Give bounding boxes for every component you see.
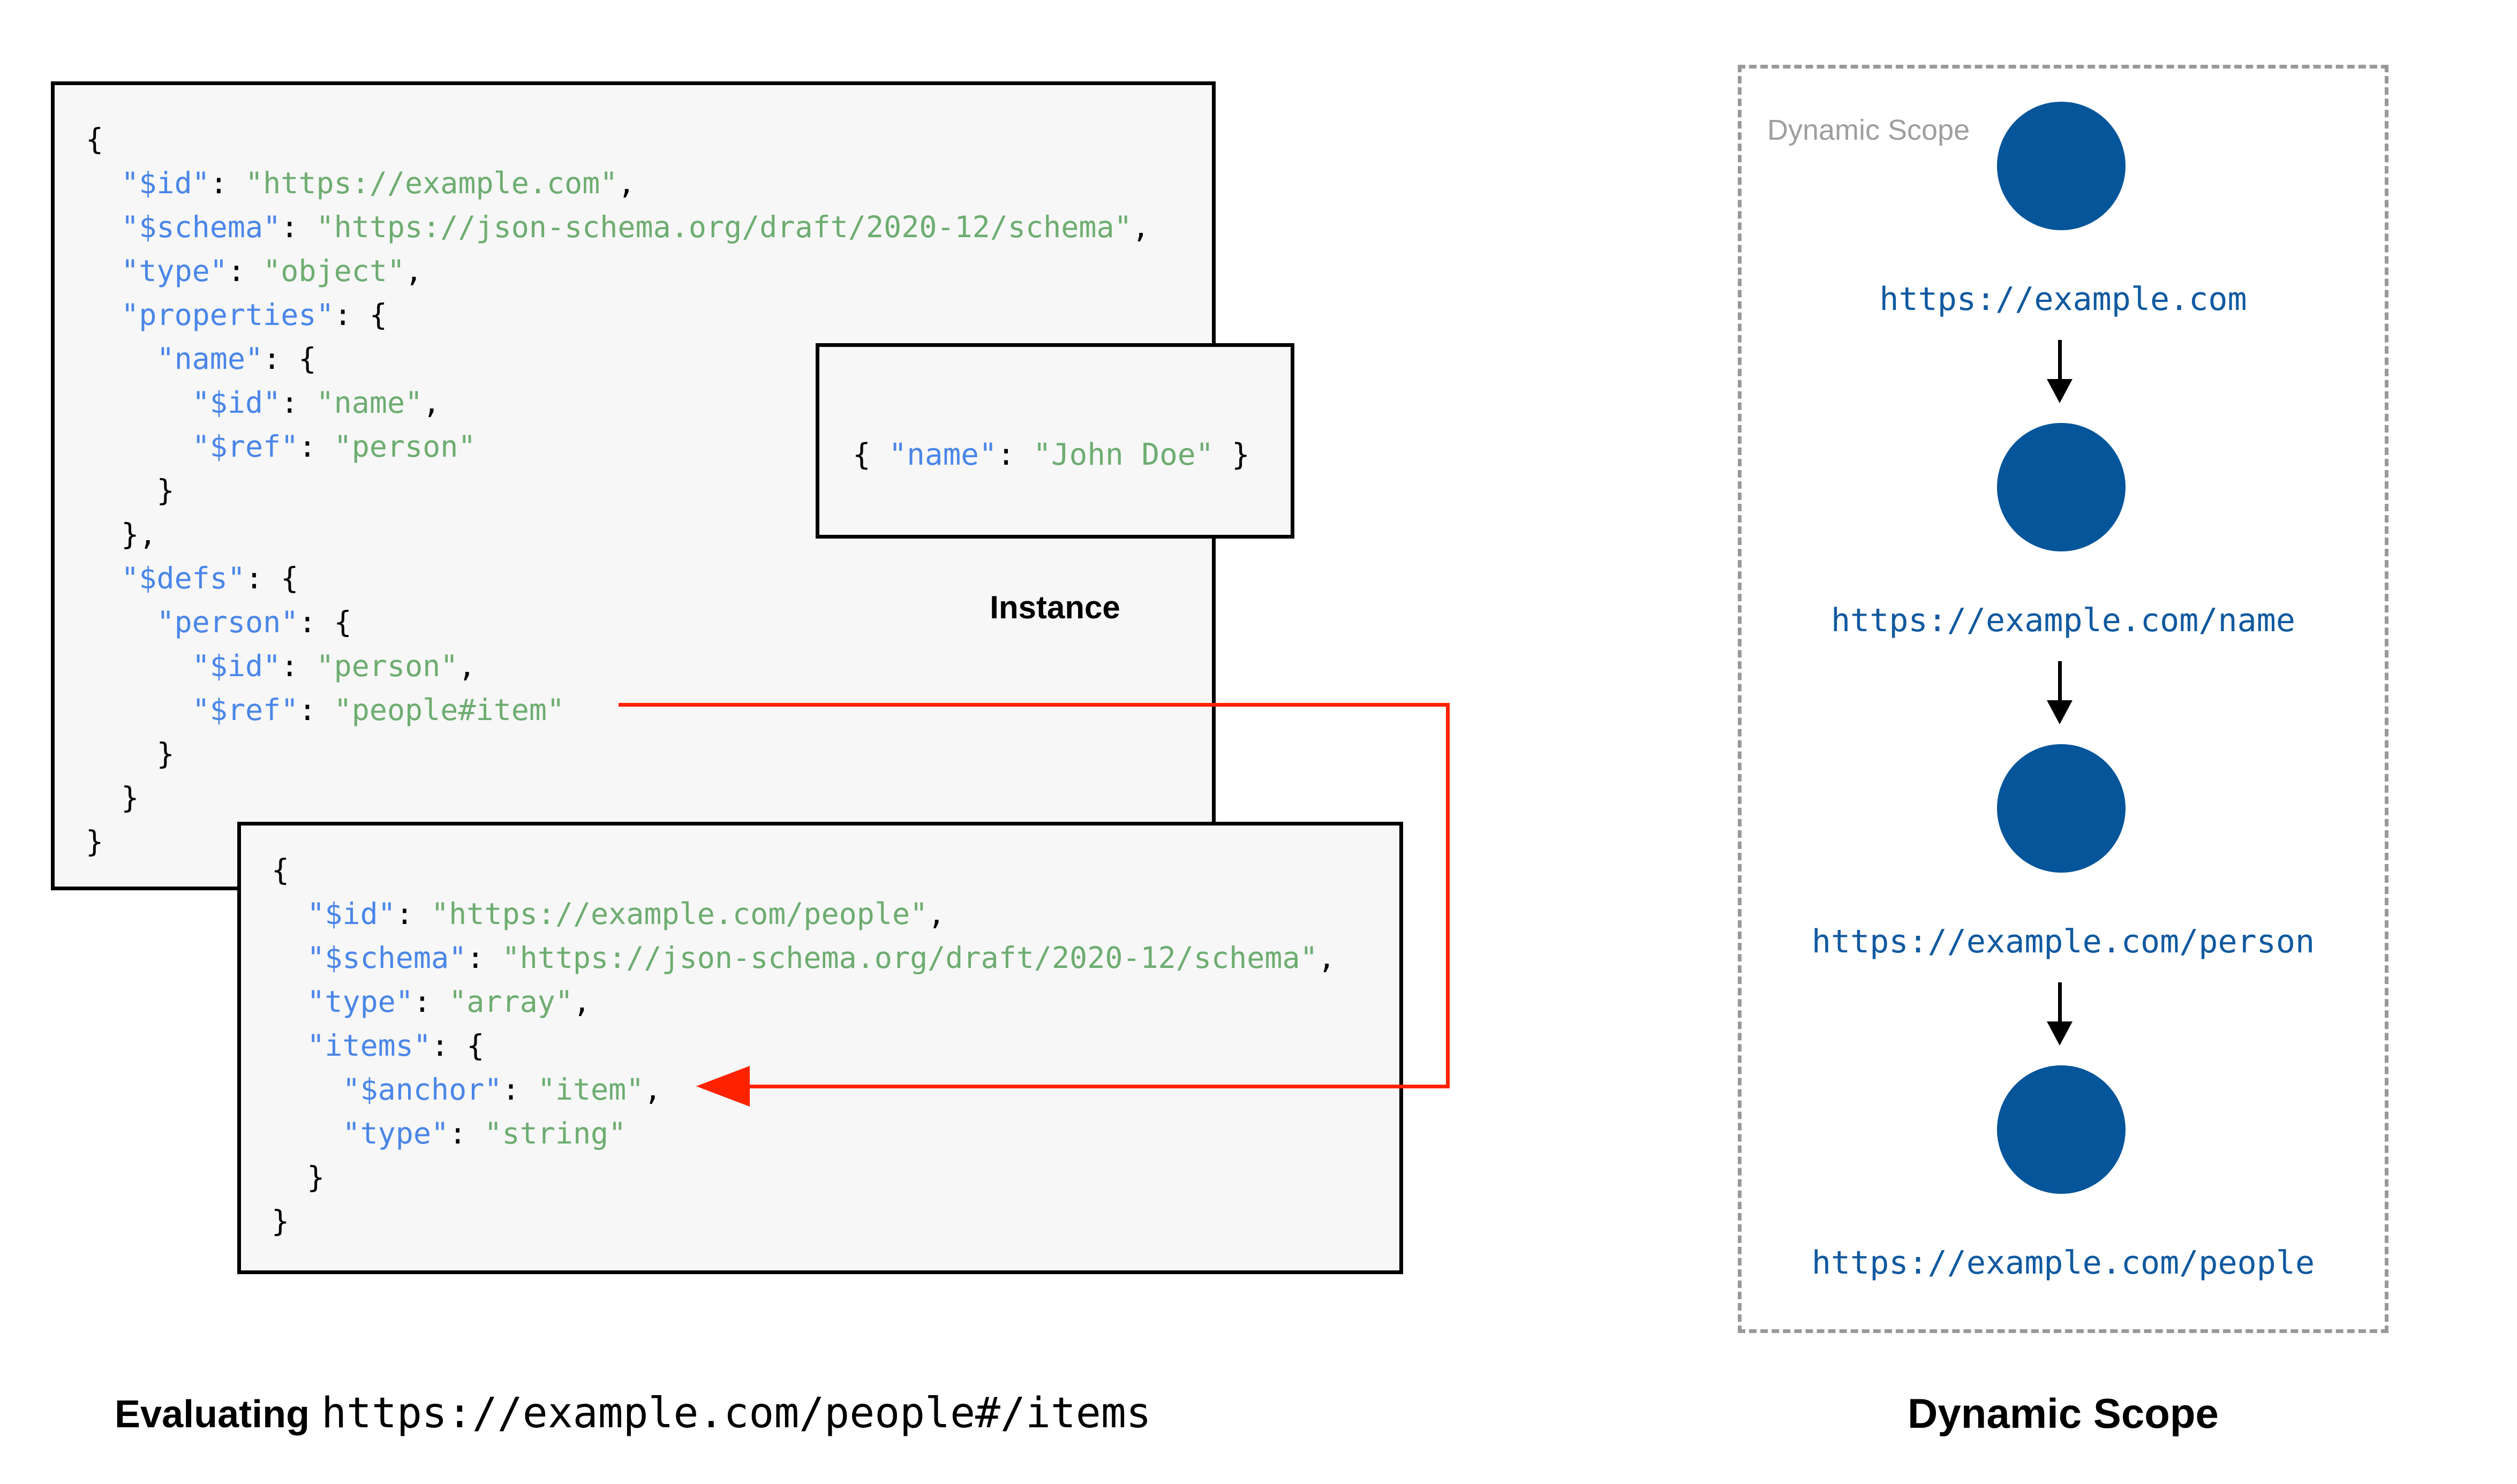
scope-arrow-head — [2047, 379, 2073, 403]
scope-node-circle — [1997, 423, 2126, 551]
schema-people-code: { "$id": "https://example.com/people", "… — [272, 853, 1336, 1238]
evaluating-caption-uri: https://example.com/people#/items — [321, 1389, 1151, 1437]
instance-code: { "name": "John Doe" } — [853, 437, 1250, 472]
evaluating-caption-prefix: Evaluating — [115, 1393, 310, 1436]
dynamic-scope-caption: Dynamic Scope — [1908, 1390, 2219, 1437]
scope-arrow-shaft — [2058, 982, 2062, 1023]
scope-arrow-shaft — [2058, 340, 2062, 380]
scope-arrow-shaft — [2058, 661, 2062, 701]
evaluating-caption: Evaluating https://example.com/people#/it… — [115, 1389, 1151, 1437]
ref-arrowhead-icon — [696, 1066, 750, 1107]
scope-node-circle — [1997, 744, 2126, 873]
scope-node-url: https://example.com/people — [1811, 1244, 2315, 1282]
schema-root-code: { "$id": "https://example.com", "$schema… — [86, 122, 1150, 859]
ref-connector-segment-top — [619, 703, 1450, 707]
schema-box-people — [237, 822, 1403, 1274]
dynamic-scope-panel-label: Dynamic Scope — [1767, 114, 1970, 146]
scope-node-url: https://example.com — [1879, 281, 2247, 318]
ref-connector-segment-vertical — [1446, 703, 1450, 1088]
scope-node-url: https://example.com/name — [1831, 602, 2295, 639]
instance-label: Instance — [990, 589, 1120, 625]
scope-arrow-head — [2047, 700, 2073, 724]
dynamic-scope-box — [1738, 65, 2388, 1333]
ref-connector-segment-bottom — [750, 1085, 1450, 1088]
scope-node-url: https://example.com/person — [1811, 923, 2315, 960]
scope-arrow-head — [2047, 1021, 2073, 1046]
instance-box — [816, 343, 1294, 539]
scope-node-circle — [1997, 1065, 2126, 1194]
scope-node-circle — [1997, 102, 2126, 230]
